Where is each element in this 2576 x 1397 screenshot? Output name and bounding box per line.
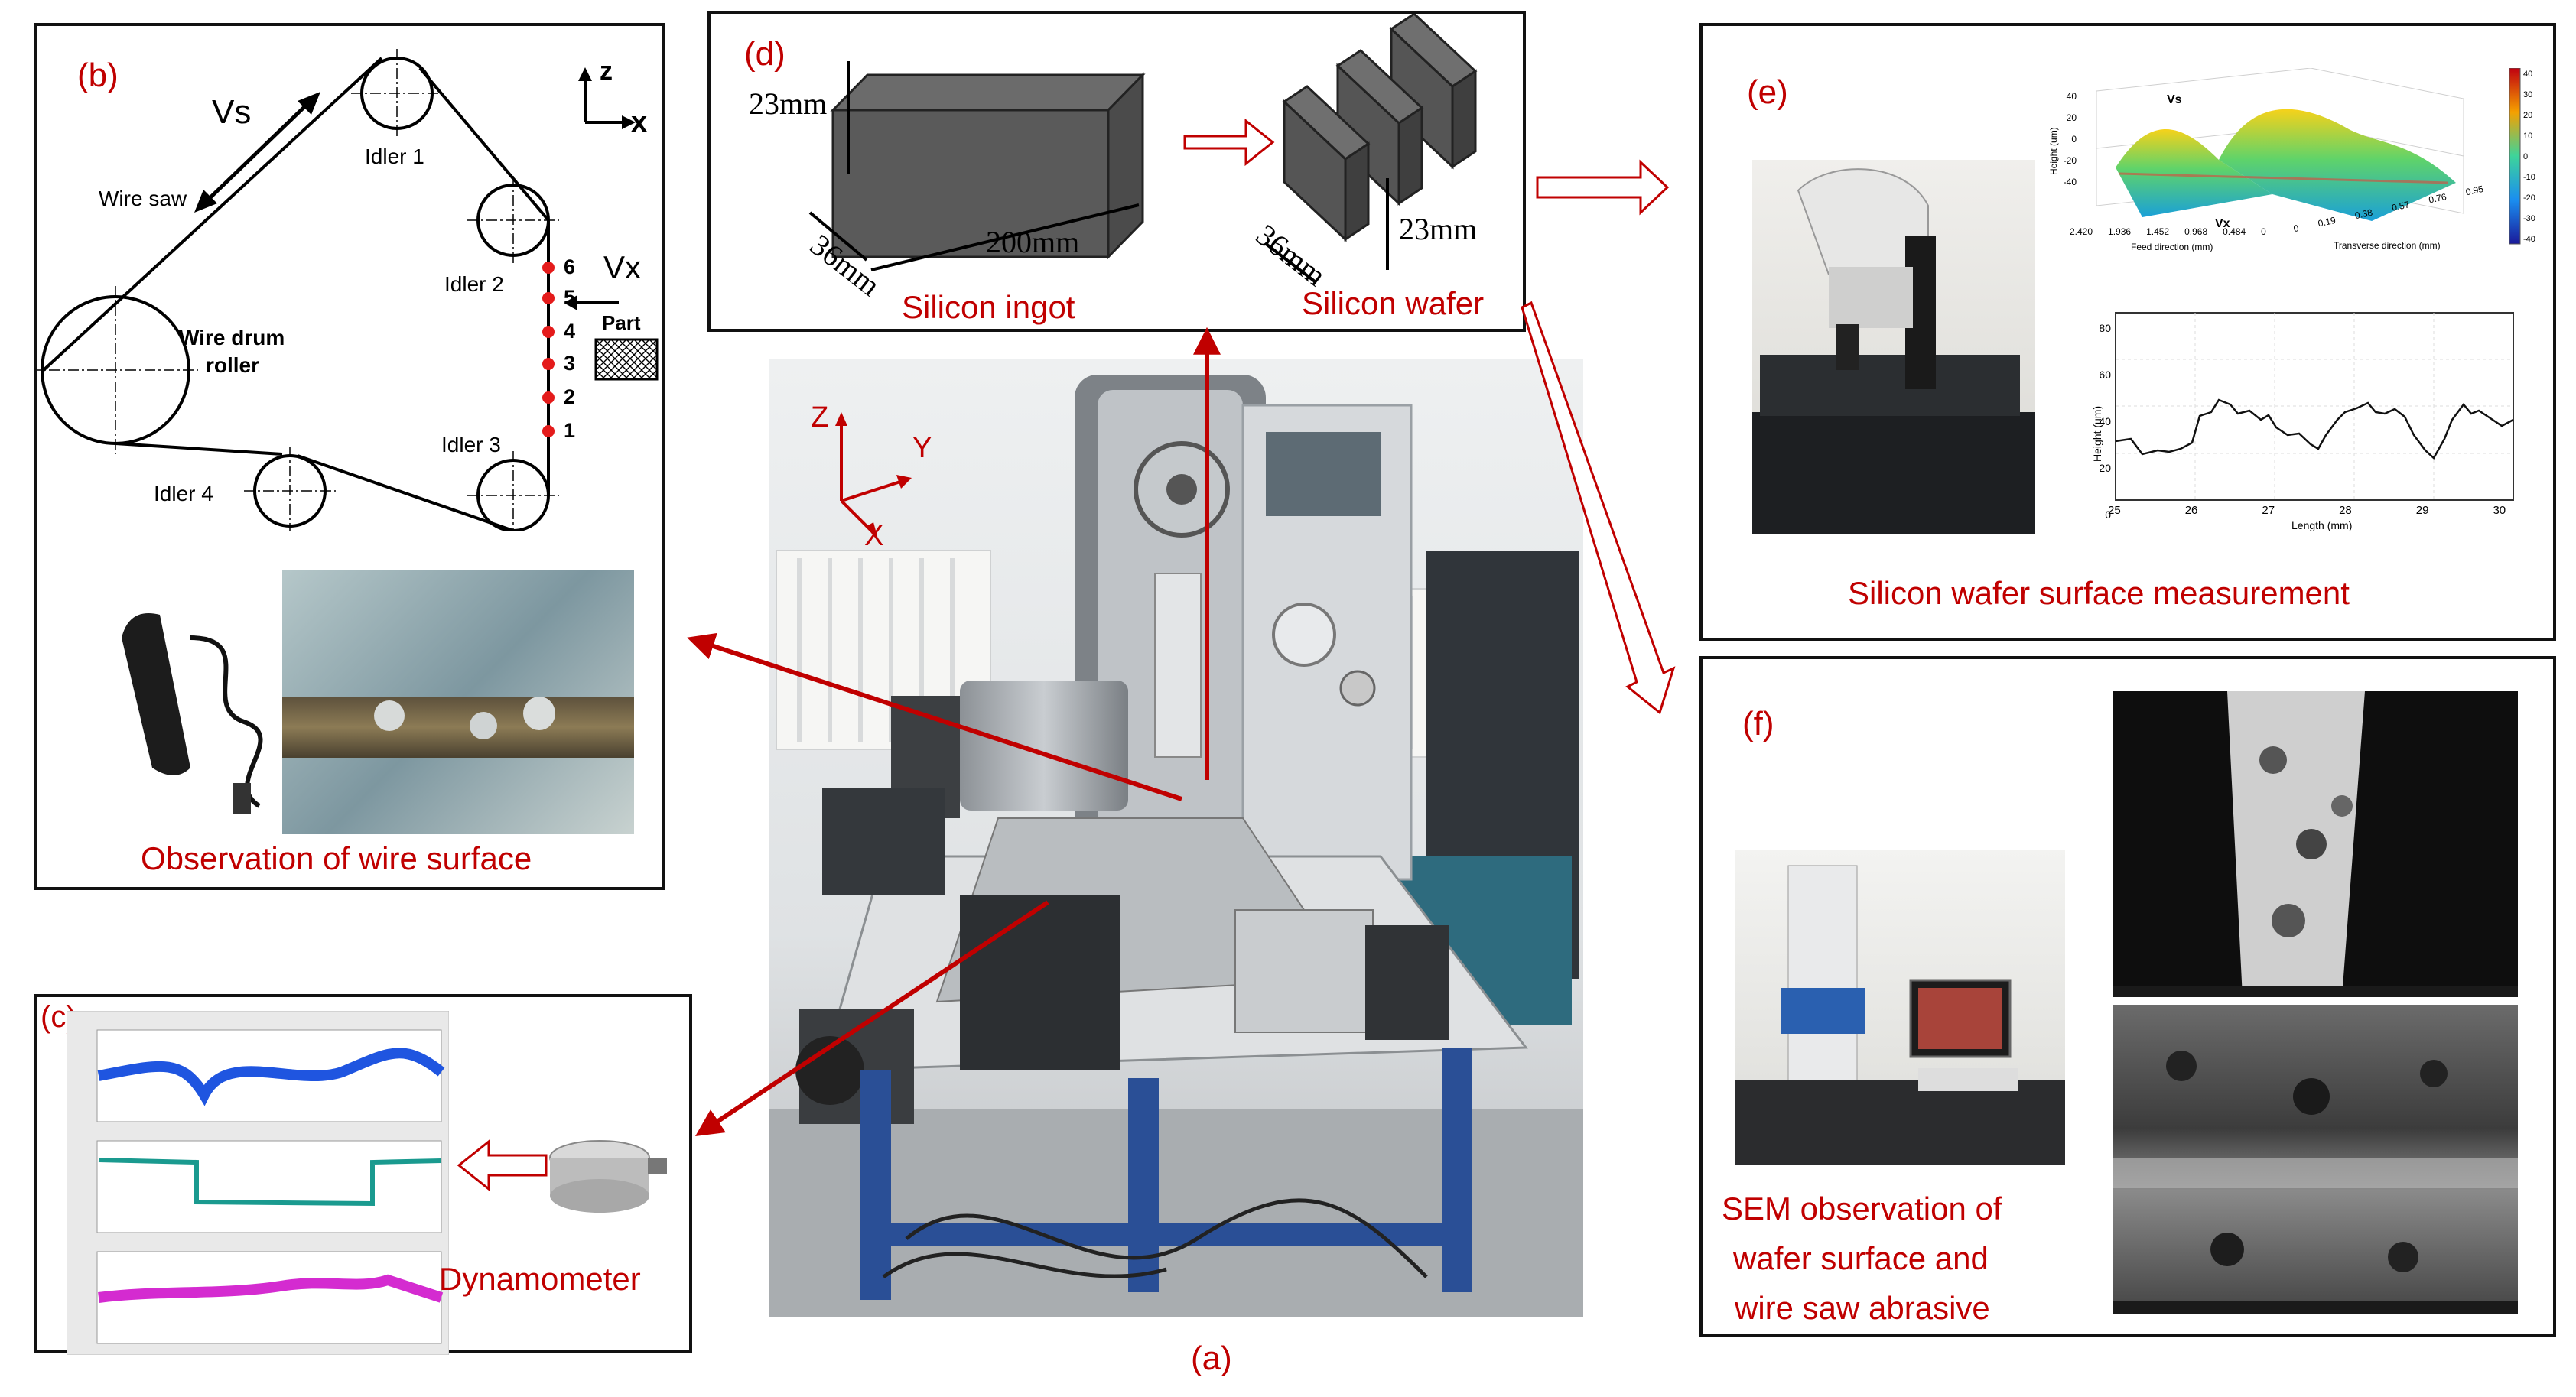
photo-axis-y: Y: [912, 432, 932, 464]
usb-microscope-photo: [122, 613, 263, 814]
idler3-label: Idler 3: [441, 433, 501, 456]
cbar-tick: 10: [2523, 132, 2533, 141]
profilometer-photo: [1752, 160, 2035, 534]
panel-b: (b): [34, 23, 665, 890]
wafer-caption: Silicon wafer: [1302, 285, 1485, 321]
vx-label: Vx: [603, 249, 642, 285]
photo-axis-x: X: [864, 520, 884, 552]
cbar-tick: 20: [2523, 111, 2533, 120]
ingot-caption: Silicon ingot: [902, 289, 1075, 325]
photo-axes: [835, 412, 912, 539]
hollow-arrow-c: [457, 1139, 548, 1192]
photo-axis-z: Z: [811, 401, 829, 434]
plot3d-zticks: 40 20 0 -20 -40: [2060, 86, 2077, 193]
sem-wire-image: [2113, 691, 2518, 997]
z-tick: -20: [2063, 155, 2077, 166]
idler4-label: Idler 4: [154, 482, 213, 505]
cbar-tick: -40: [2523, 235, 2535, 244]
point-3: 3: [564, 352, 576, 375]
panel-d: (d) 23mm 36mm 200mm: [707, 11, 1526, 332]
panel-f-caption-2: wafer surface and: [1733, 1240, 1989, 1276]
drum-label-1: Wire drum: [179, 326, 285, 349]
x-tick: 29: [2415, 504, 2429, 517]
x-tick: 30: [2493, 504, 2506, 517]
sem-machine-photo: [1735, 850, 2065, 1165]
x-tick: 28: [2339, 504, 2352, 517]
dynamometer-photo: [549, 1140, 667, 1213]
y-tick: 0: [2105, 508, 2111, 521]
z-tick: 40: [2066, 91, 2077, 102]
colorbar-ticks: 40 30 20 10 0 -10 -20 -30 -40: [2523, 64, 2535, 250]
feed-tick: 0.968: [2184, 226, 2208, 237]
hollow-arrow-d-to-e: [1536, 159, 1670, 216]
feed-tick: 1.936: [2108, 226, 2132, 237]
panel-f-caption-1: SEM observation of: [1722, 1191, 2002, 1226]
y-tick: 60: [2099, 369, 2111, 381]
panel-f: (f) SEM observation of wafer surface: [1699, 656, 2556, 1337]
cbar-tick: -30: [2523, 214, 2535, 223]
ingot-wafer-diagram: [808, 14, 1478, 283]
panel-a-tag: (a): [1191, 1340, 1232, 1377]
idler1-label: Idler 1: [365, 145, 424, 168]
wire-saw-label: Wire saw: [99, 187, 187, 210]
wafer-height-label: 23mm: [1399, 212, 1478, 246]
plot3d-trans-label: Transverse direction (mm): [2334, 240, 2441, 251]
panel-e: (e) Vs Vx Heigh: [1699, 23, 2556, 641]
idler2-label: Idler 2: [444, 272, 504, 296]
panel-c-caption: Dynamometer: [439, 1261, 641, 1297]
cbar-tick: -20: [2523, 193, 2535, 203]
point-2: 2: [564, 385, 576, 408]
panel-e-tag: (e): [1747, 73, 1788, 111]
plot3d-vs: Vs: [2167, 93, 2182, 106]
plot3d-zlabel: Height (um): [2048, 127, 2059, 175]
force-signal-plot: [67, 1011, 449, 1355]
sem-wafer-image: [2113, 1005, 2518, 1314]
panel-e-caption: Silicon wafer surface measurement: [1848, 575, 2350, 611]
profile-yticks: 80 60 40 20 0: [2094, 305, 2111, 538]
y-tick: 20: [2099, 462, 2111, 474]
part-label: Part: [602, 311, 641, 334]
wire-surface-photo: [282, 570, 634, 834]
height-profile-plot: [2115, 312, 2514, 501]
point-6: 6: [564, 255, 576, 278]
wire-path-diagram: [37, 49, 659, 531]
point-4: 4: [564, 320, 576, 343]
ingot-length-label: 200mm: [986, 225, 1080, 259]
plot3d-vx: Vx: [2215, 217, 2230, 230]
z-tick: -40: [2063, 177, 2077, 187]
feed-tick: 1.452: [2146, 226, 2170, 237]
surface-3d-plot: [2096, 68, 2521, 245]
panel-f-tag: (f): [1742, 705, 1774, 742]
vs-label: Vs: [212, 93, 252, 131]
point-1: 1: [564, 419, 576, 442]
cbar-tick: 30: [2523, 90, 2533, 99]
ingot-height-label: 23mm: [749, 86, 828, 121]
z-tick: 20: [2066, 112, 2077, 123]
point-5: 5: [564, 286, 576, 309]
feed-tick: 0: [2261, 226, 2266, 237]
y-tick: 80: [2099, 322, 2111, 334]
x-tick: 27: [2262, 504, 2275, 517]
plot3d-feedticks: 2.420 1.936 1.452 0.968 0.484 0: [2070, 226, 2266, 237]
panel-d-tag: (d): [744, 35, 785, 73]
x-tick: 25: [2108, 504, 2121, 517]
plot3d-feed-label: Feed direction (mm): [2131, 242, 2213, 252]
feed-tick: 0.484: [2223, 226, 2246, 237]
feed-tick: 2.420: [2070, 226, 2093, 237]
panel-b-tag: (b): [77, 57, 119, 94]
panel-f-caption-3: wire saw abrasive: [1735, 1290, 1990, 1326]
profile-xticks: 25 26 27 28 29 30: [2108, 504, 2506, 517]
cbar-tick: 40: [2523, 70, 2533, 79]
z-tick: 0: [2071, 134, 2077, 145]
y-tick: 40: [2099, 415, 2111, 427]
panel-c: (c) Dynamometer: [34, 994, 692, 1355]
axis-z-label: z: [600, 57, 613, 86]
panel-b-caption: Observation of wire surface: [141, 840, 532, 876]
axis-x-label: x: [631, 106, 648, 138]
cbar-tick: 0: [2523, 152, 2529, 161]
drum-label-2: roller: [206, 353, 260, 377]
cbar-tick: -10: [2523, 173, 2535, 182]
profile-xlabel: Length (mm): [2291, 519, 2353, 531]
x-tick: 26: [2184, 504, 2198, 517]
